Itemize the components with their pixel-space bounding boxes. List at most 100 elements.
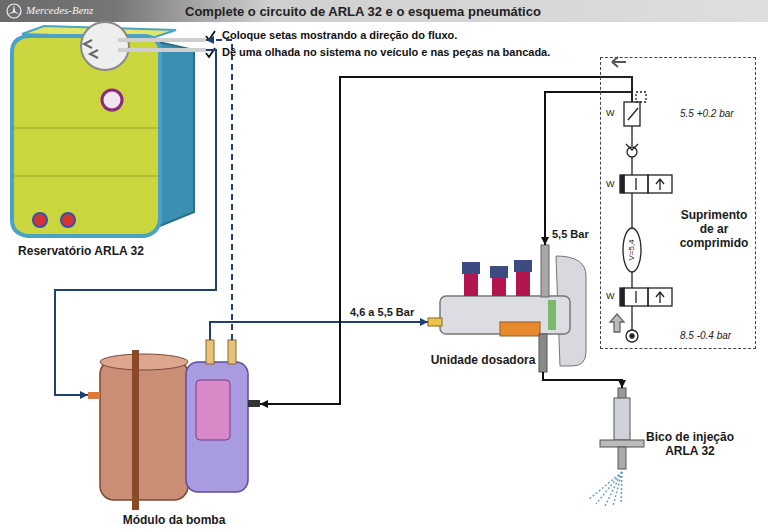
tank-illustration-part	[61, 213, 75, 227]
pump-module-node: Módulo da bomba	[88, 340, 260, 530]
nozzle-illustration-part	[600, 440, 644, 447]
dosing-unit-illustration-part	[464, 274, 478, 296]
pneumatic-schematic-part	[623, 228, 641, 272]
title-bar-part	[8, 5, 20, 15]
pressure-label: 4,6 a 5,5 Bar	[348, 306, 416, 319]
dosing-unit-illustration-part	[514, 260, 532, 272]
pump-module-illustration	[88, 340, 260, 510]
dosing-unit-illustration-part	[428, 318, 442, 326]
flow-line	[55, 50, 216, 395]
nozzle-illustration-part	[614, 398, 630, 440]
flow-line	[545, 92, 600, 245]
pneumatic-schematic-part	[610, 314, 624, 332]
nozzle-node: Bico de injeção ARLA 32	[590, 388, 740, 506]
nozzle-illustration-part	[618, 447, 626, 469]
nozzle-illustration-part-part	[613, 472, 622, 506]
nozzle-illustration-part	[588, 472, 622, 506]
air-supply-box: Suprimento de ar comprimido	[600, 57, 756, 349]
dosing-unit-illustration-part	[462, 262, 480, 274]
tank-node: Reservatório ARLA 32	[6, 26, 206, 262]
component-label: Módulo da bomba	[88, 513, 260, 527]
pneumatic-schematic-part	[636, 178, 664, 190]
dosing-unit-illustration-part	[539, 334, 547, 372]
tank-illustration-part	[81, 22, 129, 70]
pneumatic-schematic-part	[630, 334, 634, 338]
component-label: Suprimento de ar comprimido	[675, 208, 753, 250]
pneumatic-schematic-part	[628, 108, 638, 120]
pump-module-illustration-part	[228, 340, 236, 364]
valve-tag: W	[606, 290, 615, 302]
brand-logo-text: Mercedes-Benz	[26, 4, 93, 16]
pump-module-illustration-part	[206, 340, 214, 364]
pneumatic-schematic-part	[600, 91, 632, 93]
pump-module-illustration-part	[132, 350, 139, 510]
pneumatic-schematic-part	[636, 92, 646, 102]
pump-module-illustration-part	[248, 400, 260, 407]
check-marks-part	[206, 31, 215, 40]
pump-module-illustration-part	[88, 392, 100, 399]
dosing-unit-illustration	[428, 245, 586, 372]
pneumatic-schematic-part	[636, 291, 664, 303]
volume-tag: V=5,4	[626, 230, 638, 270]
tank-illustration-part	[14, 175, 158, 177]
pneumatic-schematic-part	[627, 147, 637, 157]
pneumatic-schematic-part	[612, 57, 626, 67]
pressure-setting: 5.5 +0.2 bar	[680, 108, 734, 120]
title-bar-part	[7, 4, 21, 18]
pneumatic-schematic-part	[624, 102, 640, 126]
flow-line	[260, 77, 600, 404]
component-label: Unidade dosadora	[428, 353, 538, 367]
instruction-item: Dê uma olhada no sistema no veículo e na…	[222, 46, 550, 58]
dosing-unit-illustration-part	[490, 266, 508, 278]
flow-line	[210, 322, 428, 340]
flow-line	[206, 40, 232, 340]
title-bar	[0, 0, 768, 22]
tank-illustration-part	[33, 213, 47, 227]
check-marks	[206, 31, 215, 57]
pneumatic-schematic-part	[631, 157, 632, 175]
dosing-unit-illustration-part	[548, 300, 556, 330]
dosing-unit-illustration-part	[492, 278, 506, 296]
pump-module-illustration-part	[100, 360, 188, 500]
pneumatic-schematic-part	[631, 272, 632, 288]
component-label: Bico de injeção ARLA 32	[642, 430, 738, 458]
title-bar-part	[0, 0, 768, 22]
tank-illustration-part	[118, 38, 206, 42]
pneumatic-schematic	[600, 57, 672, 342]
pneumatic-schematic-part	[631, 126, 632, 146]
pressure-setting: 8.5 -0.4 bar	[680, 330, 731, 342]
dosing-unit-node: Unidade dosadora	[428, 245, 578, 372]
dosing-unit-illustration-part	[541, 245, 549, 297]
pump-module-illustration-part	[196, 380, 230, 440]
pump-module-illustration-part	[186, 362, 248, 492]
nozzle-illustration	[588, 388, 644, 506]
dosing-unit-illustration-part	[516, 272, 530, 296]
tank-illustration-part	[90, 50, 98, 58]
valve-tag: W	[606, 178, 615, 190]
tank-illustration	[12, 22, 206, 236]
tank-illustration-part	[118, 48, 206, 52]
pneumatic-schematic-part	[631, 306, 632, 330]
dosing-unit-illustration-part	[500, 322, 540, 336]
component-label: Reservatório ARLA 32	[6, 244, 156, 258]
pressure-label: 5,5 Bar	[550, 228, 591, 241]
tank-illustration-part	[12, 36, 160, 236]
tank-illustration-part	[102, 90, 122, 110]
pneumatic-schematic-part	[631, 193, 632, 228]
nozzle-illustration-part-part	[605, 472, 622, 506]
flow-line	[543, 372, 622, 388]
pneumatic-schematic-part	[626, 144, 638, 150]
pump-module-illustration-part	[100, 354, 188, 370]
instruction-item: Coloque setas mostrando a direção do flu…	[222, 29, 457, 41]
nozzle-illustration-part-part	[621, 472, 622, 504]
valve-tag: W	[606, 107, 615, 119]
nozzle-illustration-part-part	[588, 472, 622, 500]
tank-illustration-part	[84, 40, 92, 48]
pneumatic-schematic-part	[626, 330, 638, 342]
tank-illustration-part	[14, 127, 158, 129]
page-title: Complete o circuito de ARLA 32 e o esque…	[185, 4, 541, 19]
pneumatic-schematic-part	[600, 77, 632, 102]
